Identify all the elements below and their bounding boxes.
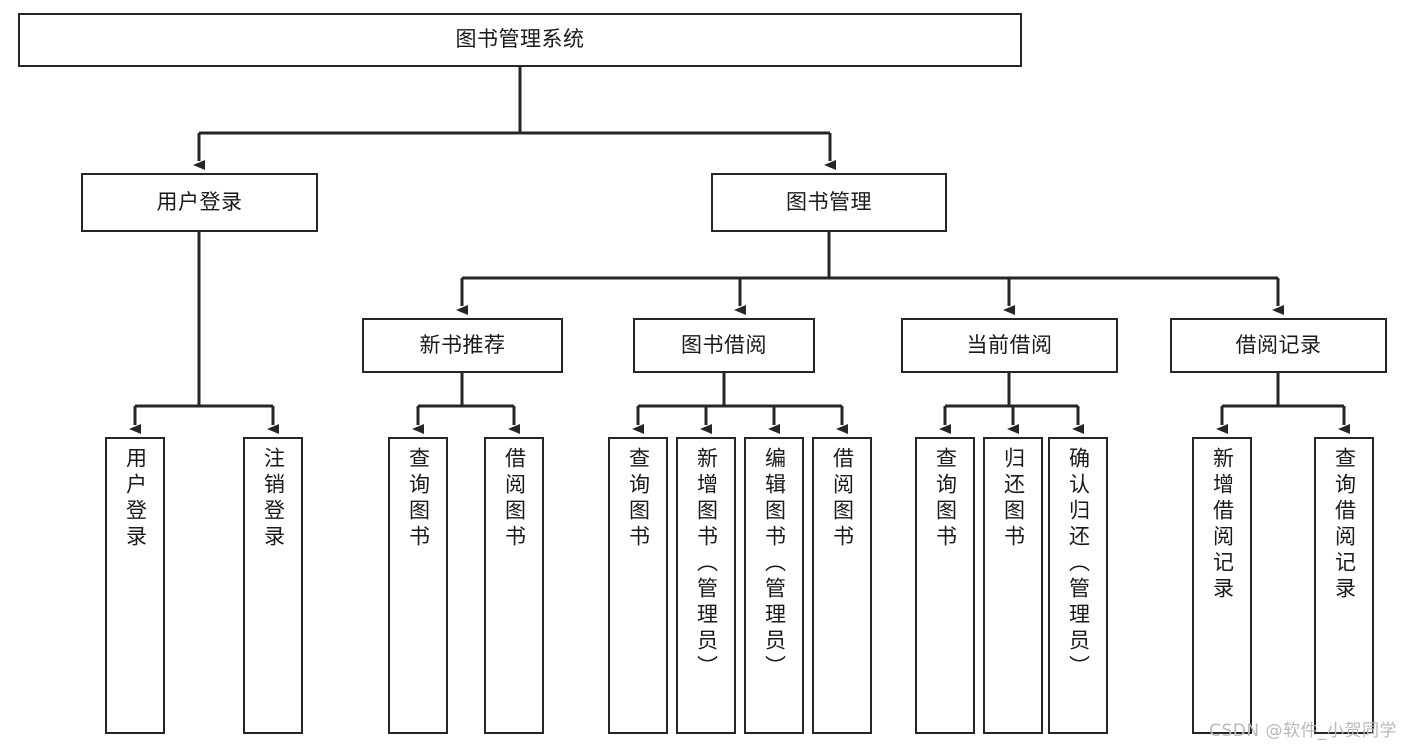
edges-currentborrow-to-leaves — [939, 373, 1084, 434]
node-leaf-add-book[interactable]: 新增图书（管理员） — [676, 437, 736, 734]
node-leaf-query-book-3[interactable]: 查询图书 — [915, 437, 975, 734]
node-leaf-confirm-return-label: 确认归还（管理员） — [1066, 447, 1091, 681]
node-new-book-recommend-label: 新书推荐 — [419, 332, 506, 357]
node-leaf-query-book-2-label: 查询图书 — [626, 447, 651, 551]
node-user-login[interactable]: 用户登录 — [81, 173, 318, 232]
node-leaf-borrow-book-2-label: 借阅图书 — [830, 447, 855, 551]
edges-bookborrow-to-leaves — [632, 373, 848, 434]
node-book-manage-label: 图书管理 — [786, 189, 872, 214]
node-leaf-edit-book[interactable]: 编辑图书（管理员） — [744, 437, 804, 734]
node-leaf-query-book-3-label: 查询图书 — [933, 447, 958, 551]
node-leaf-add-book-label: 新增图书（管理员） — [694, 447, 719, 681]
node-leaf-return-book-label: 归还图书 — [1001, 447, 1026, 551]
node-leaf-logout-login[interactable]: 注销登录 — [243, 437, 303, 734]
node-borrow-record-label: 借阅记录 — [1235, 332, 1322, 357]
node-leaf-add-borrow-record[interactable]: 新增借阅记录 — [1192, 437, 1252, 734]
node-leaf-query-borrow-record-label: 查询借阅记录 — [1332, 447, 1357, 603]
node-leaf-confirm-return[interactable]: 确认归还（管理员） — [1048, 437, 1108, 734]
node-new-book-recommend[interactable]: 新书推荐 — [362, 318, 563, 373]
node-leaf-logout-login-label: 注销登录 — [261, 447, 286, 551]
node-book-manage[interactable]: 图书管理 — [711, 173, 947, 232]
edges-root-to-level2 — [193, 67, 836, 170]
node-leaf-user-login-label: 用户登录 — [123, 447, 148, 551]
node-leaf-query-borrow-record[interactable]: 查询借阅记录 — [1314, 437, 1374, 734]
csdn-watermark: CSDN @软件_小贺同学 — [1209, 721, 1397, 741]
node-user-login-label: 用户登录 — [156, 189, 243, 214]
node-leaf-edit-book-label: 编辑图书（管理员） — [762, 447, 787, 681]
node-root-label: 图书管理系统 — [455, 27, 585, 52]
node-borrow-record[interactable]: 借阅记录 — [1170, 318, 1387, 373]
node-current-borrow-label: 当前借阅 — [966, 332, 1053, 357]
node-leaf-borrow-book-2[interactable]: 借阅图书 — [812, 437, 872, 734]
edges-bookmanage-to-level3 — [456, 232, 1284, 315]
node-leaf-add-borrow-record-label: 新增借阅记录 — [1210, 447, 1235, 603]
node-root[interactable]: 图书管理系统 — [18, 13, 1022, 67]
node-leaf-query-book-1-label: 查询图书 — [406, 447, 431, 551]
node-leaf-query-book-2[interactable]: 查询图书 — [608, 437, 668, 734]
node-leaf-borrow-book-1[interactable]: 借阅图书 — [484, 437, 544, 734]
node-current-borrow[interactable]: 当前借阅 — [901, 318, 1118, 373]
edges-borrowrecord-to-leaves — [1216, 373, 1350, 434]
node-book-borrow[interactable]: 图书借阅 — [633, 318, 815, 373]
node-leaf-borrow-book-1-label: 借阅图书 — [502, 447, 527, 551]
edges-newbook-to-leaves — [412, 373, 520, 434]
edges-userlogin-to-leaves — [129, 232, 279, 434]
node-leaf-return-book[interactable]: 归还图书 — [983, 437, 1043, 734]
node-leaf-query-book-1[interactable]: 查询图书 — [388, 437, 448, 734]
node-book-borrow-label: 图书借阅 — [681, 332, 767, 357]
node-leaf-user-login[interactable]: 用户登录 — [105, 437, 165, 734]
